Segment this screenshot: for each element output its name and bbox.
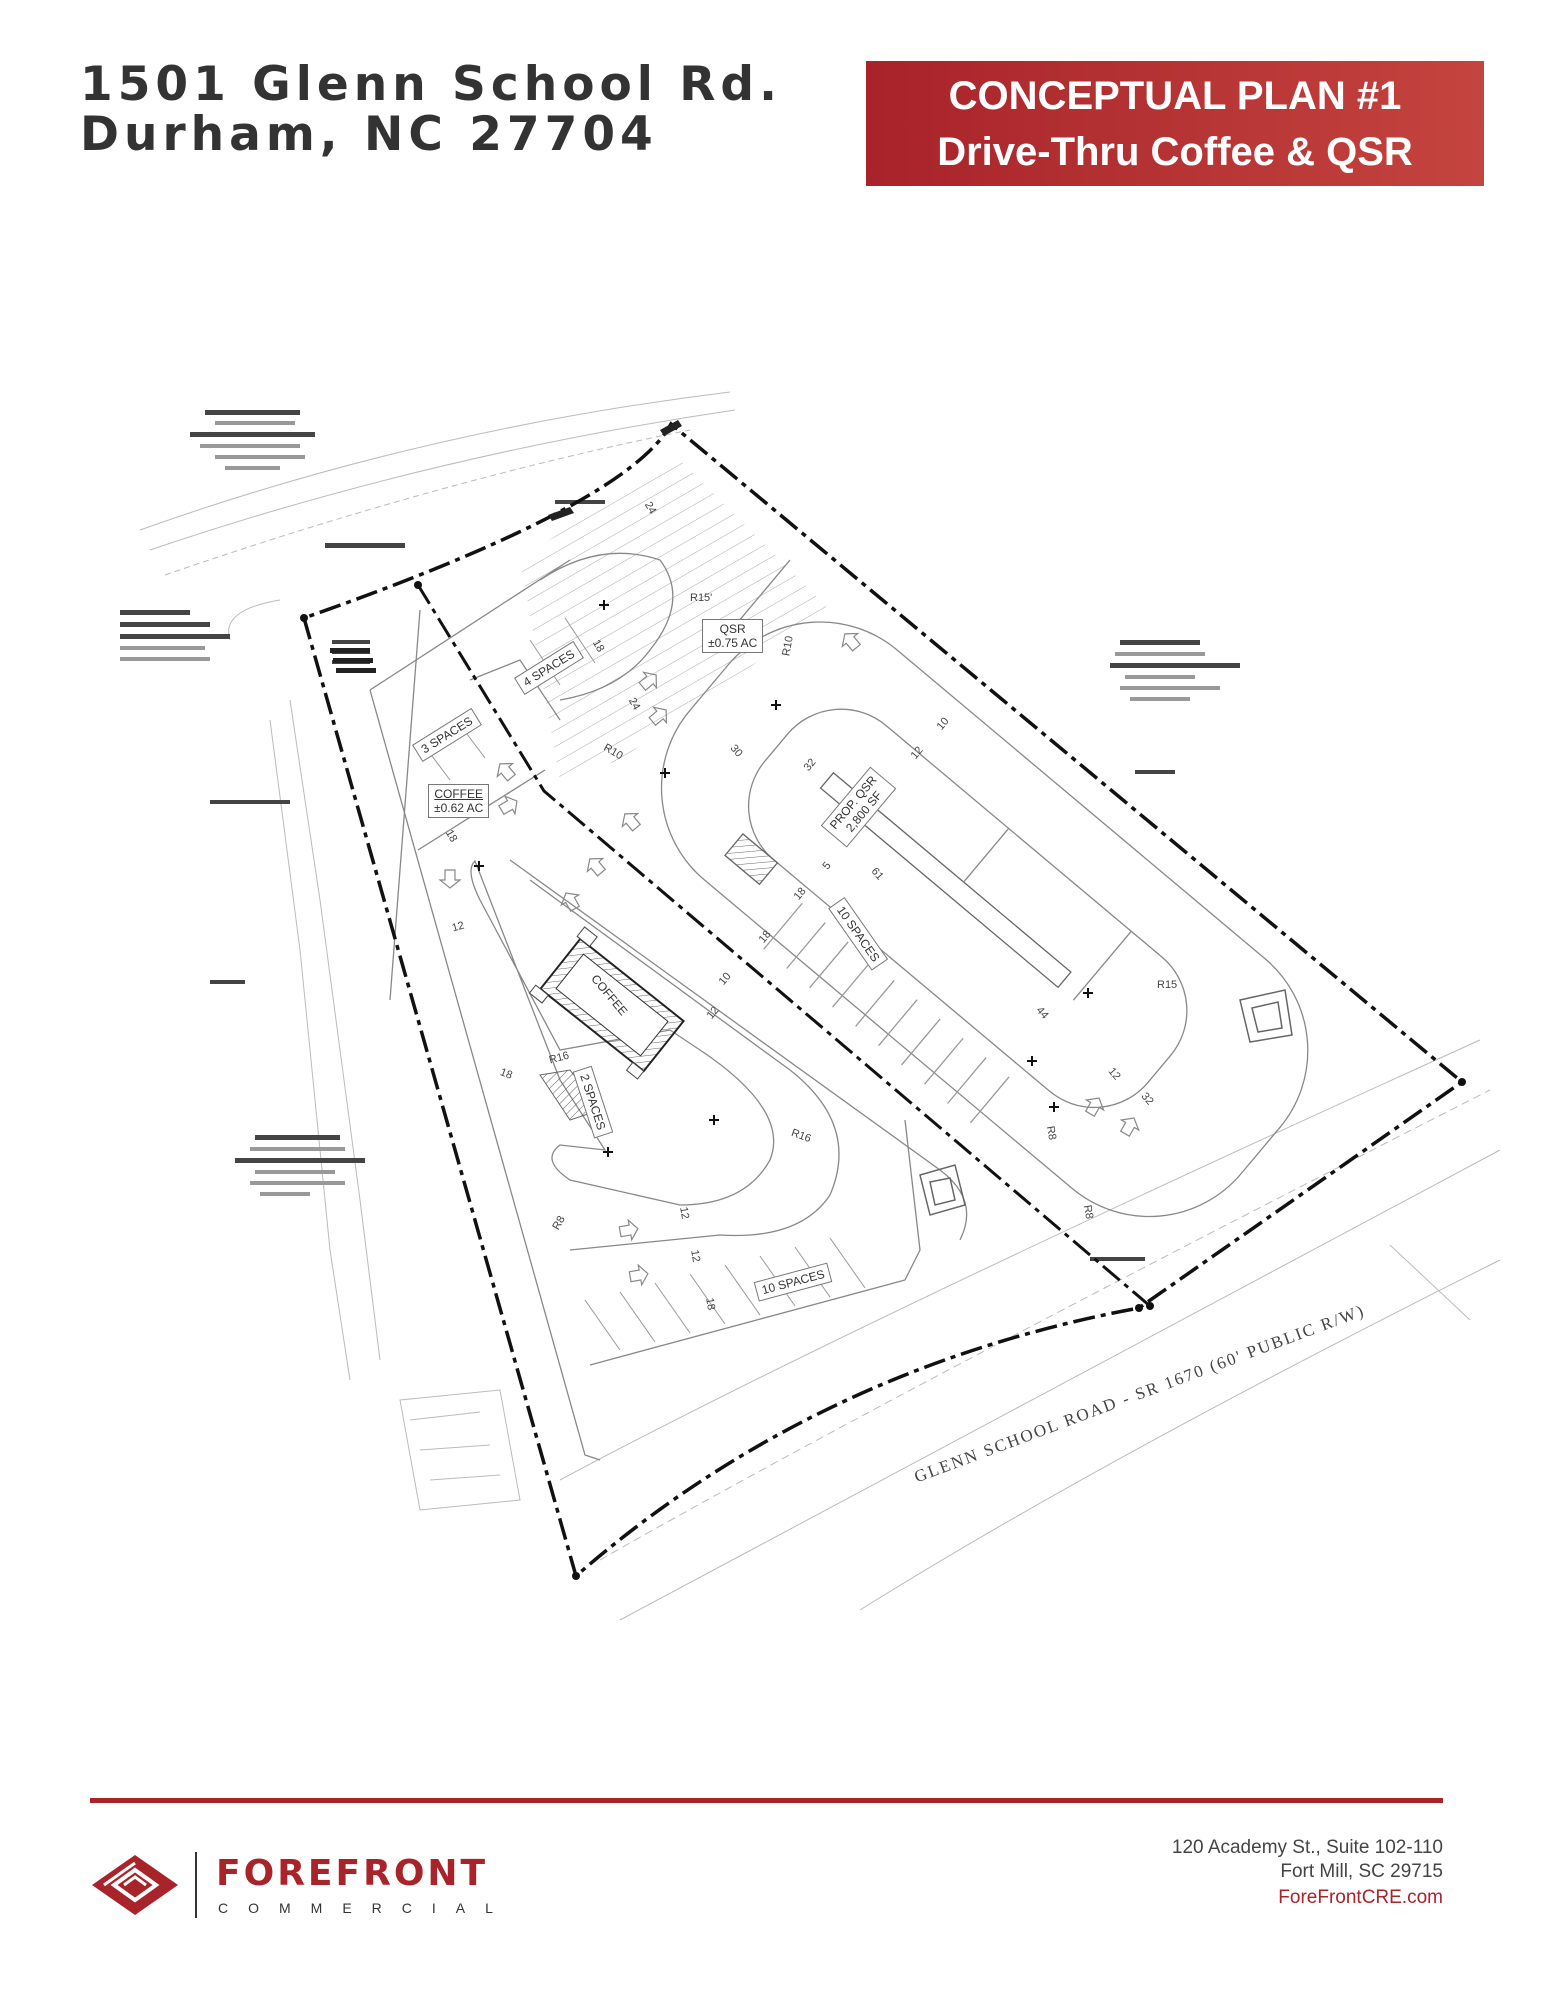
road-lines [139, 391, 1501, 1621]
coffee-parcel-label: COFFEE ±0.62 AC [428, 784, 490, 818]
qsr-parcel-label: QSR ±0.75 AC [702, 619, 764, 653]
address-line-2: Durham, NC 27704 [80, 107, 658, 162]
contact-info: 120 Academy St., Suite 102-110 Fort Mill… [1172, 1836, 1443, 1910]
forefront-logo-icon [92, 1855, 178, 1915]
parcel-division-line [416, 584, 1151, 1308]
website-link[interactable]: ForeFrontCRE.com [1278, 1887, 1443, 1908]
dimension-label: 12 [677, 1205, 692, 1221]
badge-line-2: Drive-Thru Coffee & QSR [937, 130, 1413, 174]
qsr-site-layout [660, 559, 1309, 1218]
coffee-parcel-name: COFFEE [434, 787, 483, 801]
dimension-label: 18 [703, 1296, 718, 1312]
property-address: 1501 Glenn School Rd. Durham, NC 27704 [80, 60, 782, 160]
brand-name: FOREFRONT [216, 1853, 489, 1894]
coffee-parcel-area: ±0.62 AC [434, 801, 484, 815]
neighbor-notes [120, 410, 1240, 1261]
dimension-label: 12 [688, 1248, 703, 1264]
qsr-parcel-name: QSR [719, 622, 746, 636]
coffee-parking-stalls [419, 617, 866, 1351]
footer-divider [90, 1798, 1443, 1803]
radius-markers [474, 600, 1093, 1157]
brand-subtitle: COMMERCIAL [218, 1900, 513, 1916]
traffic-arrow-icons [438, 632, 1140, 1287]
dimension-label: R15 [1157, 979, 1178, 991]
badge-line-1: CONCEPTUAL PLAN #1 [948, 74, 1402, 118]
boundary-corners [300, 581, 1466, 1580]
dimension-label: R8 [1080, 1204, 1096, 1220]
contact-address-line-2: Fort Mill, SC 29715 [1280, 1861, 1443, 1882]
qsr-parcel-area: ±0.75 AC [708, 636, 758, 650]
logo-divider [195, 1852, 197, 1918]
driveway-entrances [330, 420, 682, 673]
cross-access-easement [520, 455, 830, 780]
contact-address-line-1: 120 Academy St., Suite 102-110 [1171, 1837, 1443, 1858]
plan-title-badge: CONCEPTUAL PLAN #1 Drive-Thru Coffee & Q… [866, 61, 1484, 186]
coffee-building [528, 926, 685, 1080]
dumpster-enclosures [919, 989, 1293, 1216]
dimension-label: R15' [690, 592, 713, 604]
address-line-1: 1501 Glenn School Rd. [80, 57, 782, 112]
dimension-label: R8 [1043, 1125, 1059, 1141]
property-boundary [301, 421, 1465, 1580]
